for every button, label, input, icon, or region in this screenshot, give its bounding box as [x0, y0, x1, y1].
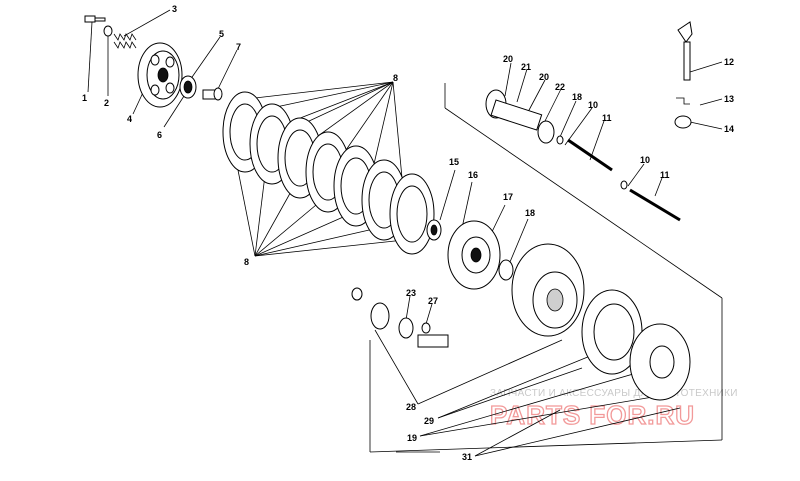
watermark: ЗАПЧАСТИ И АКСЕССУАРЫ ДЛЯ МОТОТЕХНИКИ PA… — [489, 388, 738, 431]
callout-20-lower: 20 — [539, 72, 549, 82]
part-clutch-basket — [511, 243, 585, 337]
part-back-plate — [629, 323, 691, 401]
part-bolt — [84, 15, 106, 23]
clutch-plate-stack — [222, 91, 435, 255]
callout-6: 6 — [157, 130, 162, 140]
callout-4: 4 — [127, 114, 132, 124]
callout-29: 29 — [424, 416, 434, 426]
callout-27: 27 — [428, 296, 438, 306]
callout-14: 14 — [724, 124, 734, 134]
callout-labels: 1 2 3 4 5 6 7 8 8 15 16 17 18 20 21 20 2… — [82, 4, 734, 462]
part-small-gear — [351, 287, 449, 348]
callout-18-lower: 18 — [525, 208, 535, 218]
part-washer — [103, 25, 113, 37]
callout-2: 2 — [104, 98, 109, 108]
callout-3: 3 — [172, 4, 177, 14]
part-spring — [113, 33, 137, 49]
callout-19: 19 — [407, 433, 417, 443]
callout-16: 16 — [468, 170, 478, 180]
callout-23: 23 — [406, 288, 416, 298]
callout-20-top: 20 — [503, 54, 513, 64]
part-pressure-plate — [137, 42, 183, 108]
leader-lines — [87, 9, 723, 457]
watermark-logo: PARTS FOR.RU — [490, 400, 695, 430]
callout-31: 31 — [462, 452, 472, 462]
callout-7: 7 — [236, 42, 241, 52]
part-output-shaft — [485, 89, 564, 145]
callout-15: 15 — [449, 157, 459, 167]
callout-18-upper: 18 — [572, 92, 582, 102]
callout-11-lower: 11 — [660, 170, 670, 180]
callout-8-bottom: 8 — [244, 257, 249, 267]
callout-22: 22 — [555, 82, 565, 92]
part-hub-nut — [426, 219, 442, 241]
callout-28: 28 — [406, 402, 416, 412]
callout-11-upper: 11 — [602, 113, 612, 123]
callout-8-top: 8 — [393, 73, 398, 83]
watermark-caption: ЗАПЧАСТИ И АКСЕССУАРЫ ДЛЯ МОТОТЕХНИКИ — [490, 388, 738, 399]
part-release-lever — [674, 21, 693, 129]
callout-10-upper: 10 — [588, 100, 598, 110]
part-primary-gear — [581, 289, 643, 375]
part-bearing — [179, 75, 197, 99]
callout-1: 1 — [82, 93, 87, 103]
callout-12: 12 — [724, 57, 734, 67]
part-pushrod-cap — [202, 87, 223, 101]
part-thrust-washer — [498, 259, 514, 281]
part-inner-hub — [447, 220, 501, 290]
callout-17: 17 — [503, 192, 513, 202]
callout-13: 13 — [724, 94, 734, 104]
callout-21: 21 — [521, 62, 531, 72]
part-pushrod — [567, 138, 681, 222]
callout-10-lower: 10 — [640, 155, 650, 165]
callout-5: 5 — [219, 29, 224, 39]
